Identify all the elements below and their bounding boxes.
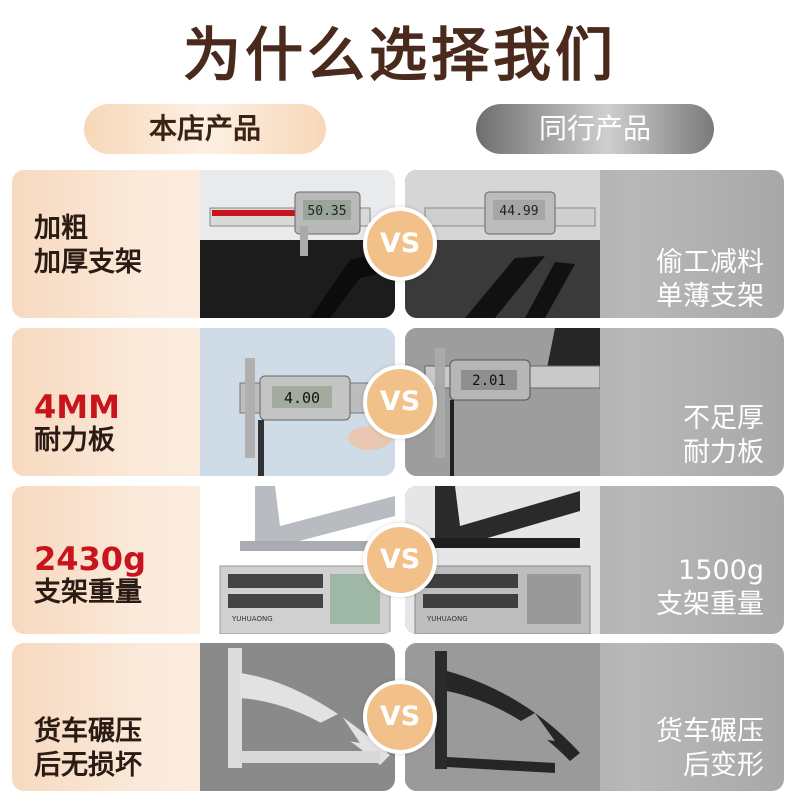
our-feature-text: 加粗 加厚支架	[34, 213, 142, 278]
our-feature-text: 货车碾压 后无损坏	[34, 716, 142, 781]
competitor-product-card: YUHUAONG 1500g 支架重量	[405, 486, 784, 634]
our-board-caliper-photo: 4.00	[200, 328, 395, 476]
competitor-feature-text: 1500g 支架重量	[656, 555, 764, 620]
caliper-reading: 44.99	[499, 204, 538, 219]
competitor-board-caliper-photo: 2.01	[405, 328, 600, 476]
our-product-card: 货车碾压 后无损坏	[12, 643, 395, 791]
caliper-reading: 4.00	[284, 389, 320, 407]
page-title: 为什么选择我们	[182, 21, 617, 89]
scale-brand: YUHUAONG	[231, 615, 273, 623]
competitor-bracket-crush-photo	[405, 643, 600, 791]
competitor-product-card: 44.99 偷工减料 单薄支架	[405, 170, 784, 318]
comparison-row-board: 4MM 耐力板 4.00 2.01	[12, 328, 784, 476]
our-bracket-caliper-photo: 50.35	[200, 170, 395, 318]
caliper-reading: 50.35	[307, 204, 346, 219]
caliper-reading: 2.01	[472, 373, 506, 389]
our-feature-text: 4MM 耐力板	[34, 388, 120, 456]
competitor-product-card: 2.01 不足厚 耐力板	[405, 328, 784, 476]
comparison-row-crush-test: 货车碾压 后无损坏 货车碾压 后变形	[12, 643, 784, 791]
competitor-feature-text: 偷工减料 单薄支架	[656, 247, 764, 312]
vs-badge: VS	[363, 523, 437, 597]
vs-badge: VS	[363, 207, 437, 281]
competitor-bracket-scale-photo: YUHUAONG	[405, 486, 600, 634]
vs-badge: VS	[363, 680, 437, 754]
our-product-card: 4MM 耐力板 4.00	[12, 328, 395, 476]
competitor-bracket-caliper-photo: 44.99	[405, 170, 600, 318]
competitor-feature-text: 不足厚 耐力板	[683, 403, 764, 468]
scale-brand: YUHUAONG	[426, 615, 468, 623]
our-product-card: 2430g 支架重量 YUHUAONG	[12, 486, 395, 634]
header-competitor-product: 同行产品	[476, 104, 714, 154]
our-product-card: 加粗 加厚支架 50.35	[12, 170, 395, 318]
competitor-feature-text: 货车碾压 后变形	[656, 716, 764, 781]
vs-badge: VS	[363, 365, 437, 439]
our-feature-text: 2430g 支架重量	[34, 540, 146, 608]
header-our-product: 本店产品	[84, 104, 326, 154]
our-bracket-crush-photo	[200, 643, 395, 791]
comparison-row-thickness: 加粗 加厚支架 50.35	[12, 170, 784, 318]
competitor-product-card: 货车碾压 后变形	[405, 643, 784, 791]
our-bracket-scale-photo: YUHUAONG	[200, 486, 395, 634]
comparison-row-weight: 2430g 支架重量 YUHUAONG	[12, 486, 784, 634]
